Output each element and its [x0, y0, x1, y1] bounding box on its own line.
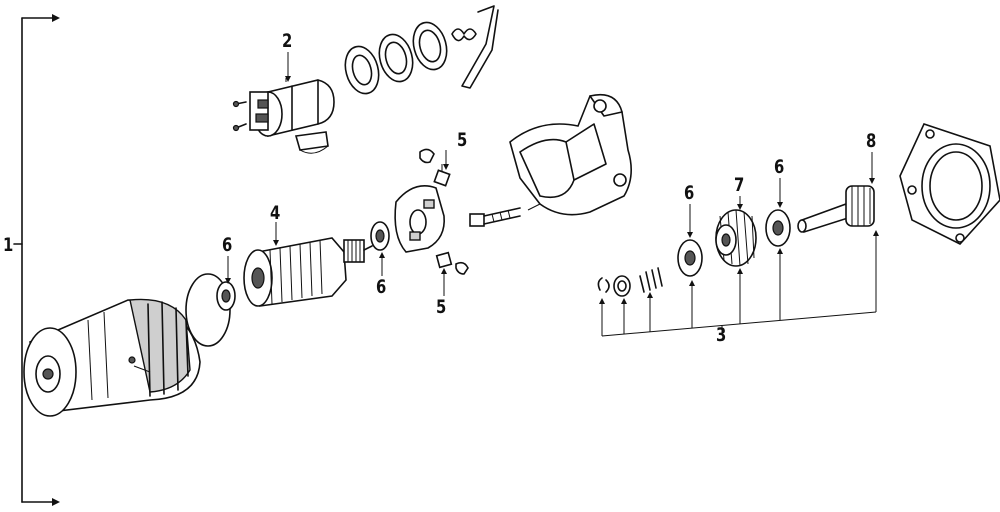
callout-bearing-left: 6 — [222, 234, 233, 256]
bearing-kit-right — [765, 209, 791, 247]
spring — [639, 267, 663, 293]
callout-drive-gear: 8 — [866, 130, 877, 152]
bearing-left — [216, 281, 236, 311]
brush-plate — [394, 185, 445, 253]
bearing-mid — [370, 221, 390, 251]
callout-gear-kit: 3 — [716, 324, 727, 346]
callout-idler-gear: 7 — [734, 174, 745, 196]
idler-gear — [715, 209, 757, 267]
bearing-kit-left — [677, 239, 703, 277]
end-plate — [899, 123, 1000, 245]
assembly-bracket — [13, 14, 60, 506]
leader-lines — [225, 52, 879, 337]
brush-lower — [435, 251, 469, 275]
callout-brush-lower: 5 — [436, 296, 447, 318]
drive-housing — [509, 93, 632, 216]
yoke-housing — [23, 298, 201, 417]
brush-upper — [419, 148, 451, 187]
callout-brush-upper: 5 — [457, 129, 468, 151]
solenoid-shims — [344, 5, 499, 95]
armature — [243, 237, 373, 307]
retainer — [613, 275, 631, 297]
callout-solenoid: 2 — [282, 30, 293, 52]
drive-gear — [797, 185, 875, 234]
callout-armature: 4 — [270, 202, 281, 224]
callout-bearing-mid: 6 — [376, 276, 387, 298]
callout-bearing-kit-left: 6 — [684, 182, 695, 204]
callout-assembly: 1 — [3, 234, 14, 256]
through-bolt — [469, 207, 521, 227]
snap-ring — [597, 277, 610, 293]
solenoid — [232, 78, 335, 154]
callout-bearing-kit-right: 6 — [774, 156, 785, 178]
